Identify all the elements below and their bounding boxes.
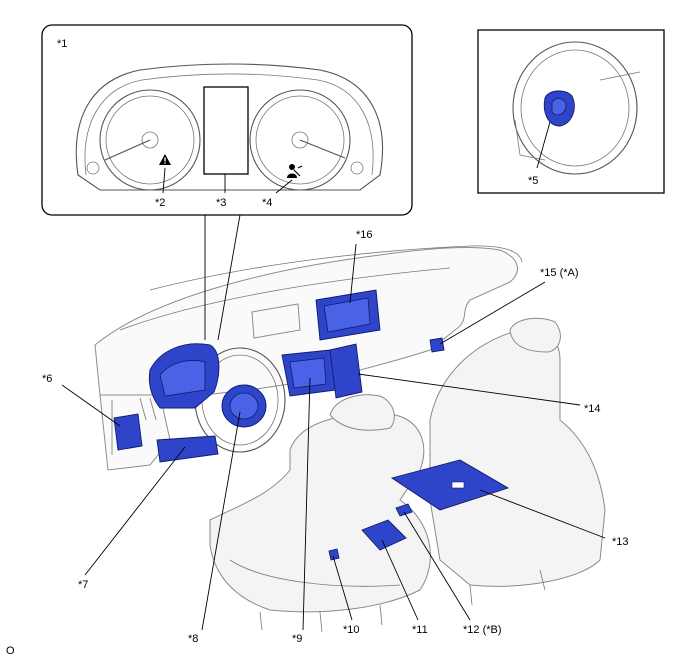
center-display (251, 303, 301, 339)
callout-13: *13 (612, 536, 629, 548)
side-module-left (113, 413, 143, 451)
seat-side-module (361, 519, 407, 551)
seat-position-sensor (395, 503, 413, 517)
callout-1: *1 (57, 38, 67, 50)
buckle-sensor (328, 548, 340, 561)
meter-detail-box (41, 24, 413, 341)
speedometer (99, 89, 201, 191)
callout-3: *3 (216, 197, 226, 209)
callout-7: *7 (78, 579, 88, 591)
passenger-headrest (509, 317, 561, 353)
callout-4: *4 (262, 197, 272, 209)
tachometer (249, 89, 351, 191)
callout-14: *14 (584, 403, 601, 415)
corner-mark: O (6, 645, 15, 657)
seat-mat-sensor (390, 459, 510, 511)
multi-info-display (203, 86, 249, 175)
right-sensor (429, 337, 445, 353)
lower-knee-module (156, 435, 219, 463)
callout-12: *12 (*B) (463, 624, 502, 636)
callout-11: *11 (412, 624, 428, 636)
callout-10: *10 (343, 624, 360, 636)
meter-outline (75, 63, 384, 191)
callout-16: *16 (356, 229, 373, 241)
steering-detail-box (477, 29, 665, 194)
leader-lines (61, 243, 606, 631)
vehicle-interior-illustration (94, 245, 606, 633)
callout-6: *6 (42, 373, 52, 385)
passenger-seat (429, 328, 606, 587)
driver-seat (209, 413, 431, 613)
driver-headrest (329, 394, 395, 431)
callout-8: *8 (188, 633, 198, 645)
callout-5: *5 (528, 175, 538, 187)
callout-labels: *1 *2 *3 *4 *5 *6 *7 *8 *9 *10 *11 *12 (… (6, 38, 629, 657)
callout-15: *15 (*A) (540, 267, 579, 279)
seatbelt-reminder-icon (287, 164, 303, 178)
callout-2: *2 (155, 197, 165, 209)
warning-triangle-icon (159, 154, 171, 165)
callout-9: *9 (292, 633, 302, 645)
passenger-front-module (329, 343, 363, 399)
